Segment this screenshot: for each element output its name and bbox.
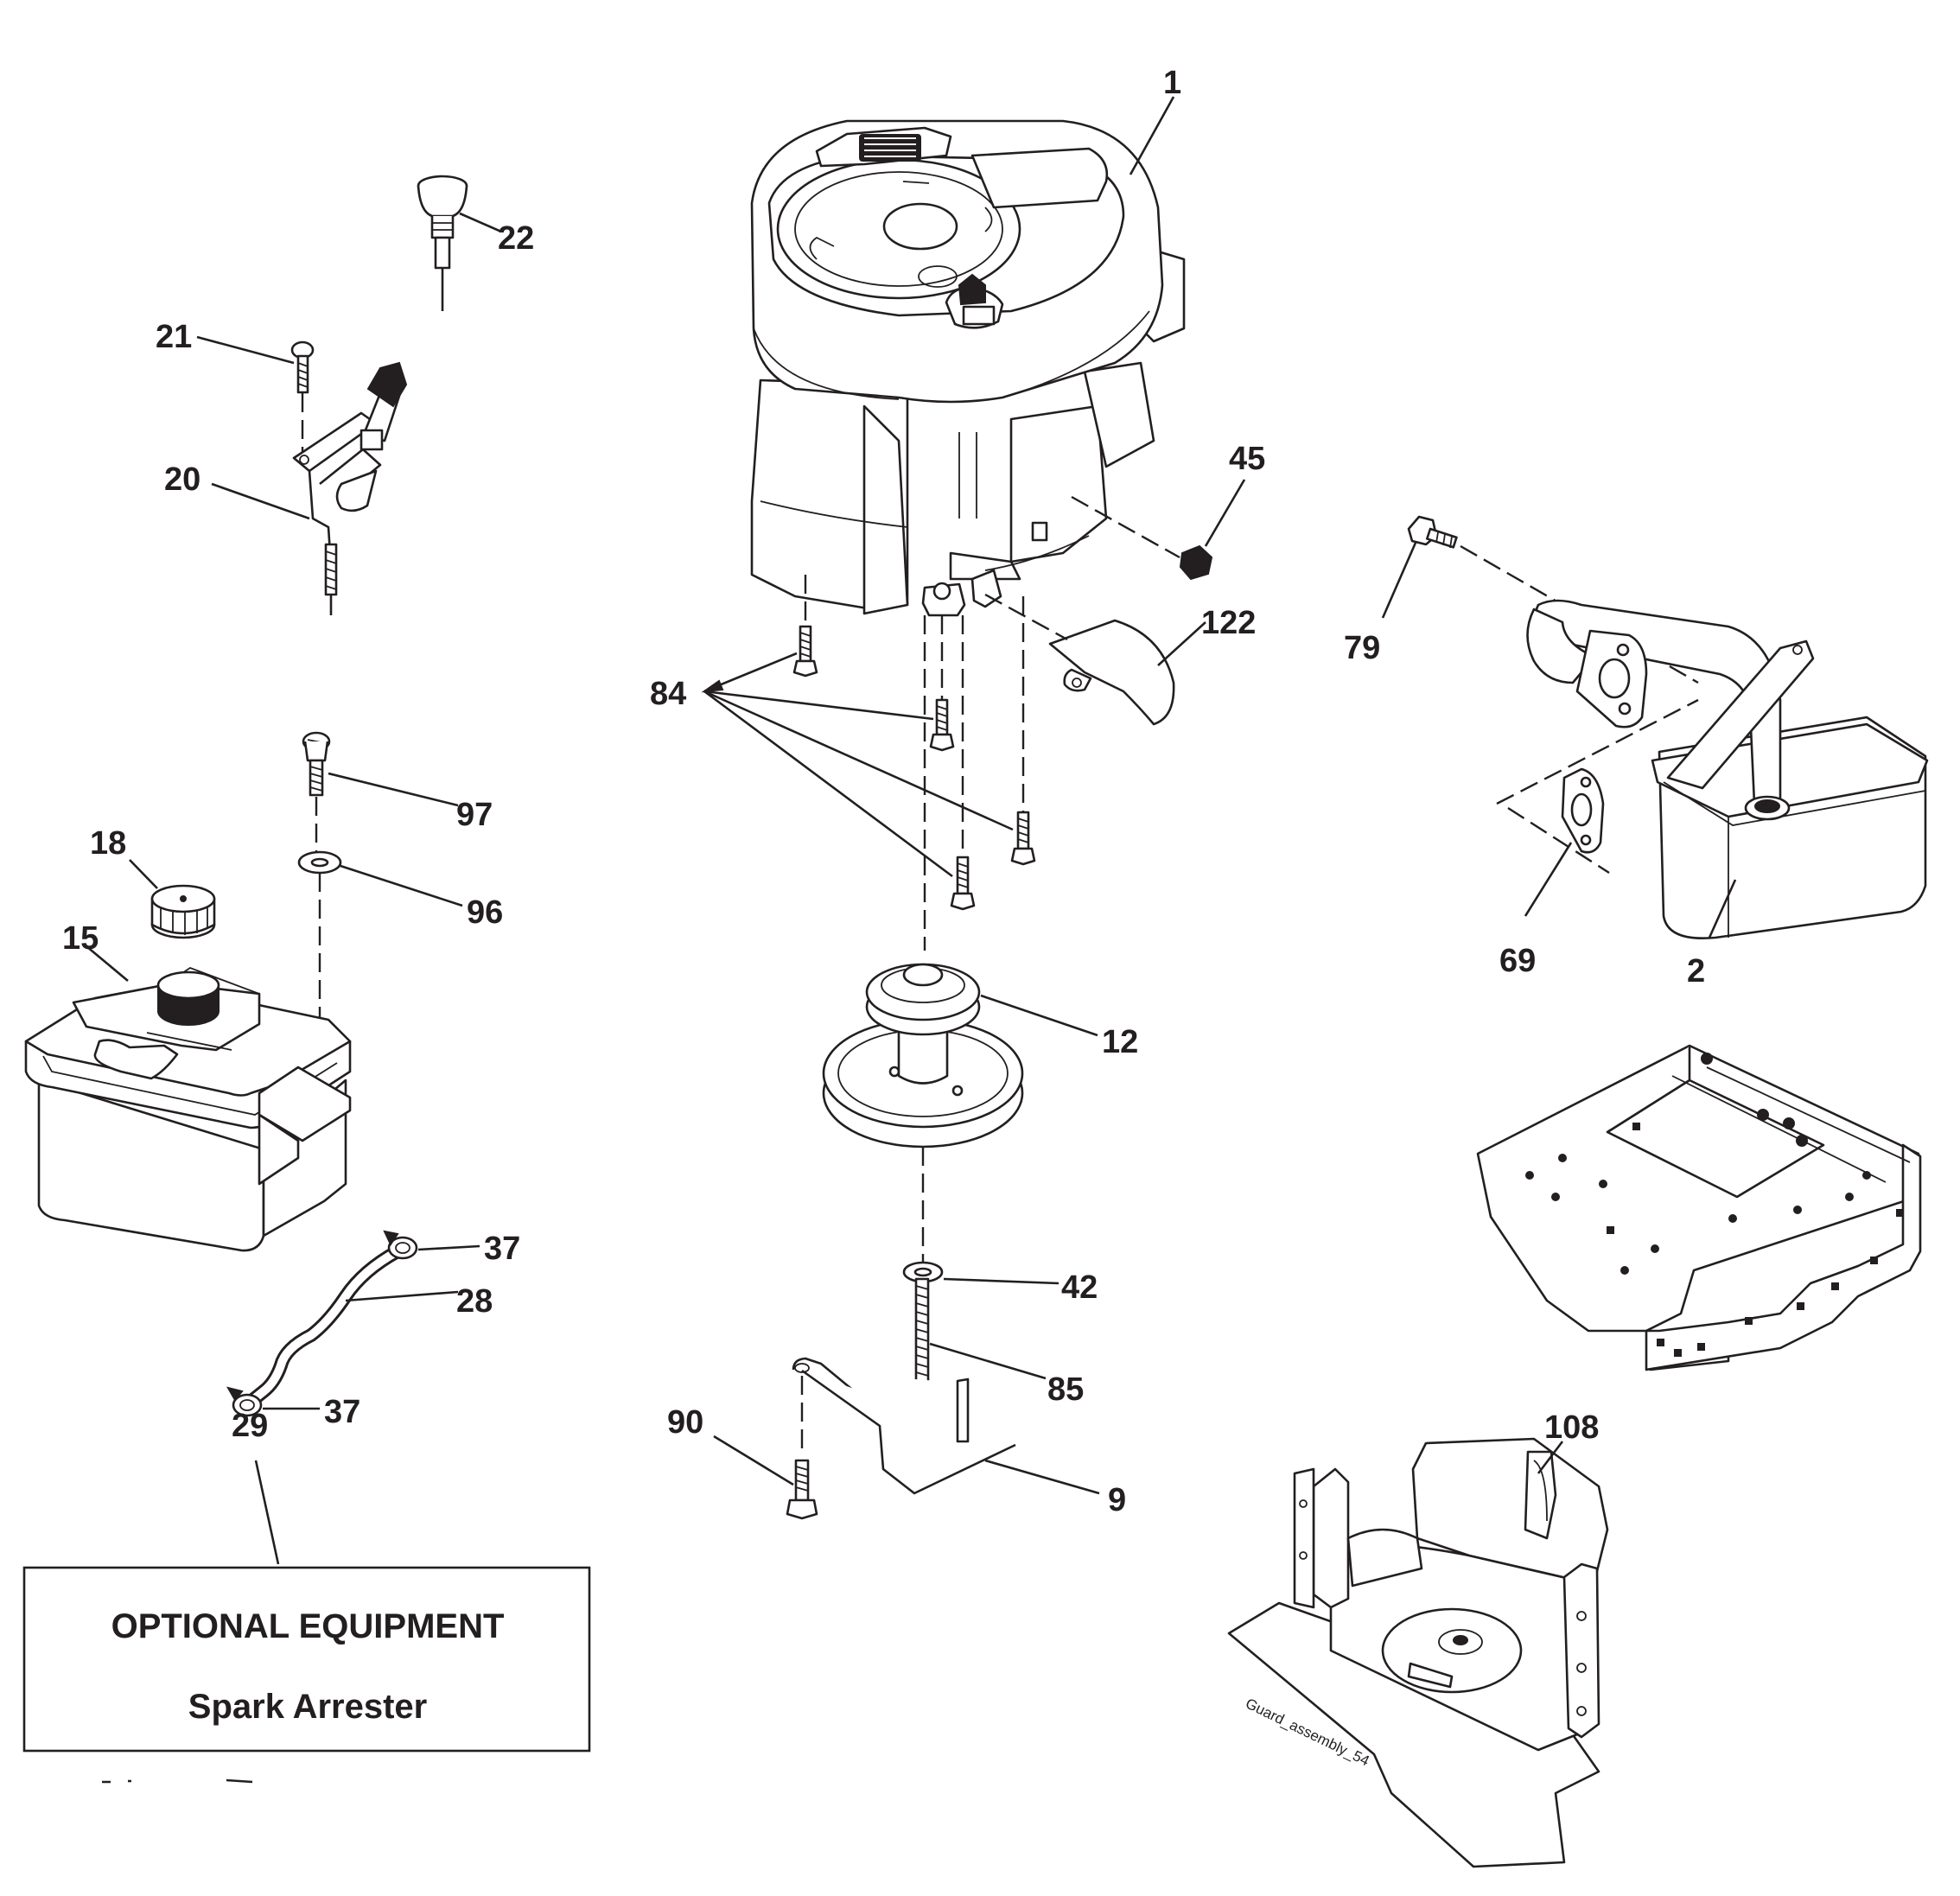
optional-equipment-title: OPTIONAL EQUIPMENT xyxy=(111,1607,505,1645)
callout-pulley: 12 xyxy=(1102,1024,1138,1060)
callout-washer-pulley: 42 xyxy=(1061,1269,1098,1306)
muffler xyxy=(1526,599,1929,939)
gasket xyxy=(1561,767,1605,854)
engine xyxy=(750,119,1186,617)
callout-throttle-bracket: 20 xyxy=(164,461,200,498)
callout-heat-shield: 122 xyxy=(1201,605,1256,641)
nut xyxy=(1179,544,1213,581)
callout-throttle-screw: 21 xyxy=(156,319,192,355)
fuel-tank xyxy=(24,966,352,1252)
callout-muffler: 2 xyxy=(1687,953,1705,989)
throttle-bracket xyxy=(292,361,408,615)
callout-choke-knob: 22 xyxy=(498,220,534,257)
callout-optional-equipment: 29 xyxy=(232,1408,268,1444)
hose-clamp-top xyxy=(383,1230,418,1260)
callout-tank-washer: 96 xyxy=(467,894,503,931)
callout-nut: 45 xyxy=(1229,441,1265,477)
callout-tank-bolt: 97 xyxy=(456,797,493,833)
callout-hose-clamp-bottom: 37 xyxy=(324,1394,360,1430)
callout-hose-clamp-top: 37 xyxy=(484,1231,520,1267)
pulley xyxy=(822,963,1024,1148)
engine-bolt-2 xyxy=(929,698,955,752)
fuel-cap xyxy=(150,884,216,939)
callout-engine: 1 xyxy=(1163,65,1181,101)
choke-knob xyxy=(417,175,468,311)
fuel-line xyxy=(244,1244,404,1409)
muffler-bolt xyxy=(1407,515,1458,549)
washer-pulley xyxy=(902,1261,944,1283)
callout-pulley-bolt: 85 xyxy=(1047,1371,1084,1408)
rod-bolt xyxy=(786,1459,818,1520)
callout-muffler-bolt: 79 xyxy=(1344,630,1380,666)
guard-assembly: Guard_assembly_54 xyxy=(1227,1437,1609,1868)
callout-guard: 108 xyxy=(1544,1409,1599,1446)
callout-bracket-rod: 9 xyxy=(1108,1482,1126,1518)
callout-fuel-tank: 15 xyxy=(62,920,99,957)
bracket-rod xyxy=(792,1357,1016,1495)
engine-bolt-1 xyxy=(792,625,818,678)
mounting-plate xyxy=(1476,1044,1922,1371)
engine-bolt-4 xyxy=(950,856,976,911)
tank-washer xyxy=(297,850,342,875)
throttle-screw xyxy=(290,340,315,394)
optional-equipment-box: OPTIONAL EQUIPMENT Spark Arrester xyxy=(22,1566,591,1753)
callout-rod-bolt: 90 xyxy=(667,1404,703,1441)
heat-shield xyxy=(1048,619,1175,726)
tank-bolt xyxy=(302,731,331,797)
optional-equipment-item: Spark Arrester xyxy=(188,1688,427,1726)
callout-gasket: 69 xyxy=(1499,943,1536,979)
hose-clamp-bottom xyxy=(226,1386,263,1417)
callout-fuel-line: 28 xyxy=(456,1283,493,1320)
engine-bolt-3 xyxy=(1010,811,1036,866)
callout-fuel-cap: 18 xyxy=(90,825,126,862)
callout-engine-bolts: 84 xyxy=(650,676,686,712)
